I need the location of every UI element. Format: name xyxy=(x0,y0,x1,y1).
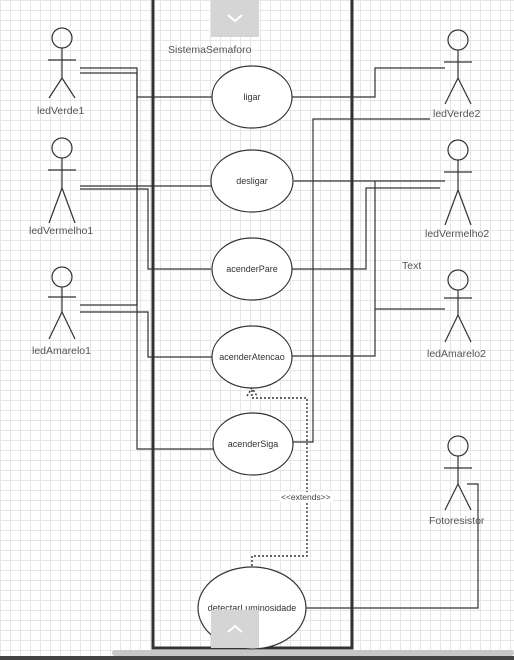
chevron-down-icon xyxy=(227,14,243,23)
usecase-label-ligar: ligar xyxy=(243,92,261,102)
actor-ledvermelho2[interactable] xyxy=(444,139,472,226)
assoc-ledverde2-ligar[interactable] xyxy=(292,67,445,98)
actor-label-ledverde2: ledVerde2 xyxy=(433,108,481,120)
actor-fotoresistor[interactable] xyxy=(444,435,472,511)
actor-ledvermelho1[interactable] xyxy=(48,137,76,224)
usecase-label-acender-atencao: acenderAtencao xyxy=(219,352,285,362)
collapse-tab[interactable] xyxy=(211,0,259,37)
assoc-ledverde2-siga[interactable] xyxy=(293,118,430,443)
actor-label-ledvermelho2: ledVermelho2 xyxy=(425,228,490,240)
usecase-label-desligar: desligar xyxy=(236,176,268,186)
chevron-up-icon xyxy=(227,624,243,633)
free-text[interactable]: Text xyxy=(402,260,422,272)
actor-label-ledamarelo2: ledAmarelo2 xyxy=(427,348,486,360)
horizontal-scrollbar[interactable] xyxy=(112,650,514,656)
system-title: SistemaSemaforo xyxy=(168,44,252,56)
assoc-ledamarelo1-ligar[interactable] xyxy=(80,97,138,306)
actor-ledverde1[interactable] xyxy=(48,27,76,99)
extends-label: <<extends>> xyxy=(279,492,333,502)
assoc-ledverde1-ligar[interactable] xyxy=(80,67,213,98)
usecase-ligar[interactable] xyxy=(211,65,293,129)
extends-connector[interactable] xyxy=(251,389,308,566)
actor-ledamarelo2[interactable] xyxy=(444,269,472,343)
usecase-acender-siga[interactable] xyxy=(212,412,294,476)
actor-label-ledamarelo1: ledAmarelo1 xyxy=(32,345,91,357)
usecase-label-acender-pare: acenderPare xyxy=(226,264,278,274)
expand-tab[interactable] xyxy=(211,610,259,648)
assoc-ledamarelo1-atencao[interactable] xyxy=(80,311,212,358)
usecase-label-detectar-luminosidade: detectarLuminosidade xyxy=(207,603,297,613)
bottom-edge xyxy=(0,656,514,660)
actor-ledverde2[interactable] xyxy=(444,29,472,105)
actor-label-fotoresistor: Fotoresistor xyxy=(429,515,485,527)
assoc-ledamarelo2-atencao[interactable] xyxy=(292,308,445,357)
assoc-ledvermelho2-pare[interactable] xyxy=(292,187,440,270)
usecase-acender-atencao[interactable] xyxy=(211,325,293,389)
assoc-ledverde1-siga[interactable] xyxy=(80,72,213,450)
actor-label-ledverde1: ledVerde1 xyxy=(37,105,85,117)
actor-ledamarelo1[interactable] xyxy=(48,266,76,340)
actor-label-ledvermelho1: ledVermelho1 xyxy=(29,225,94,237)
assoc-fotoresistor-detectar[interactable] xyxy=(302,483,479,609)
usecase-acender-pare[interactable] xyxy=(211,237,293,301)
assoc-ledvermelho1-pare[interactable] xyxy=(80,188,211,270)
usecase-label-acender-siga: acenderSiga xyxy=(227,439,279,449)
usecase-desligar[interactable] xyxy=(210,149,294,213)
